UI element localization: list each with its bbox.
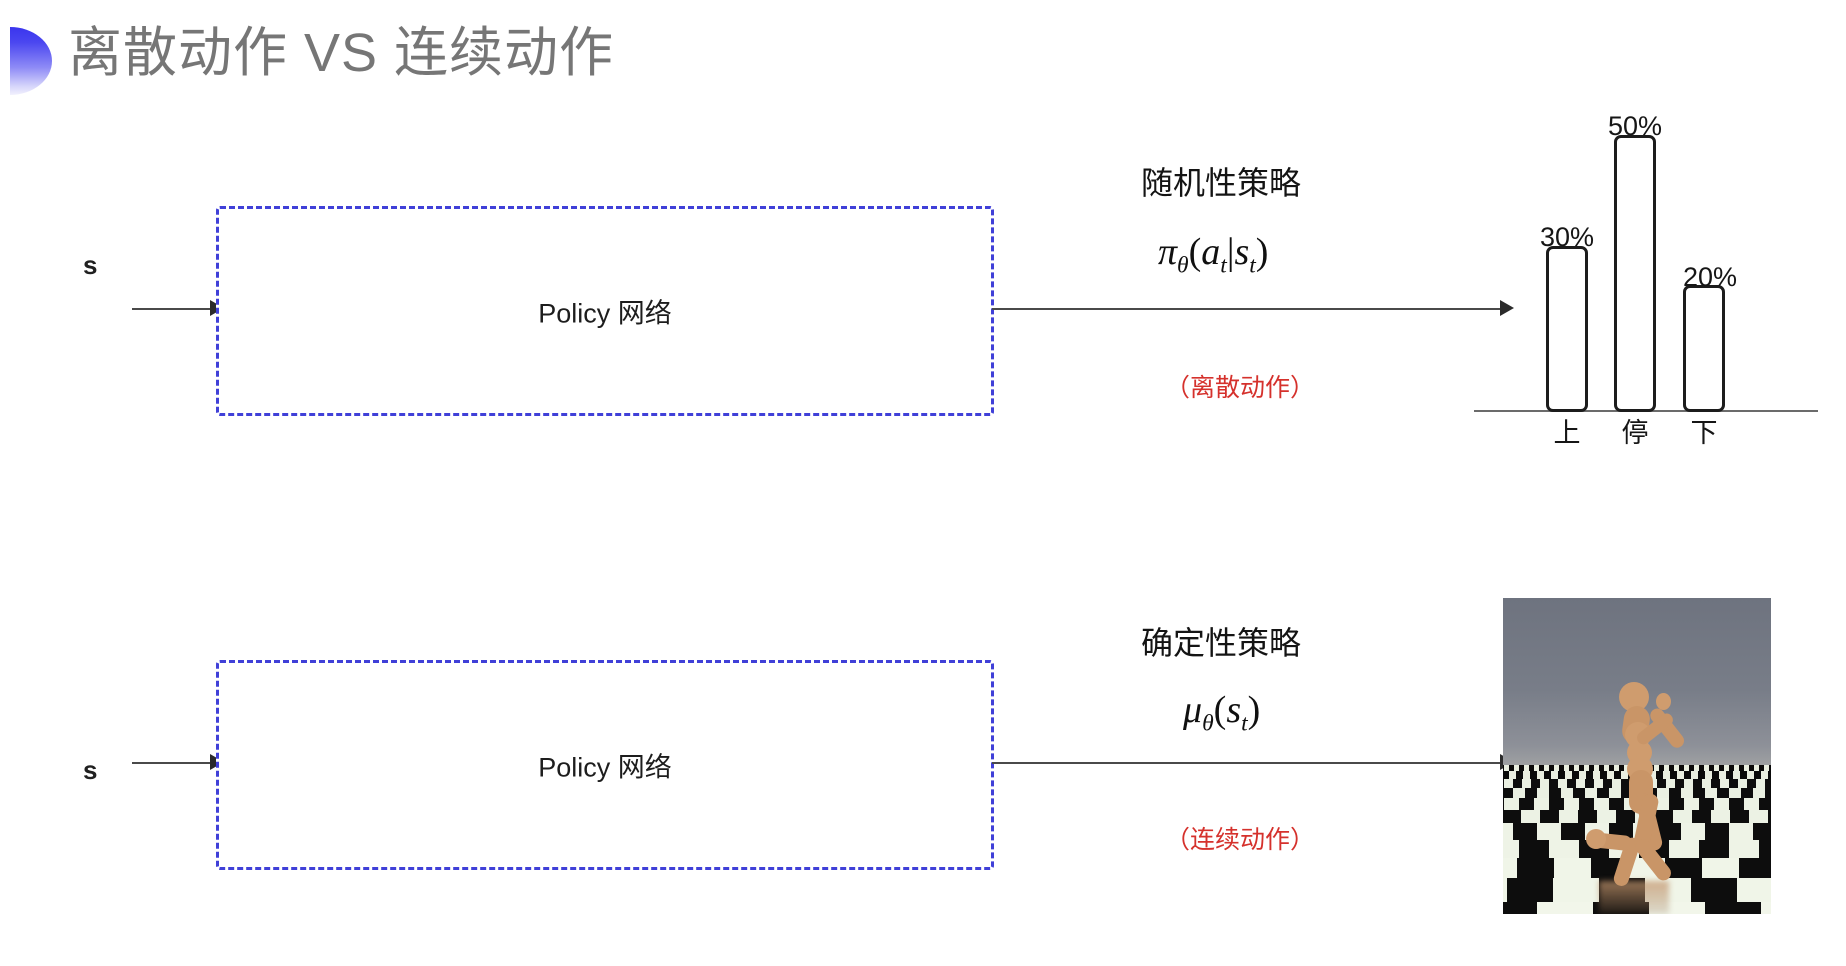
formula-s-sub-continuous: t xyxy=(1241,710,1248,737)
sim-floor-reflection xyxy=(1599,881,1670,914)
table-row[interactable] xyxy=(1546,246,1588,412)
formula-a-discrete: a xyxy=(1201,231,1221,273)
caption-formula-continuous: μθ(st) xyxy=(1183,688,1260,738)
humanoid-figure xyxy=(1503,598,1771,914)
formula-mu-continuous: μ xyxy=(1183,689,1203,731)
output-arrow-head-discrete xyxy=(1500,300,1514,316)
input-arrow-line-discrete xyxy=(132,308,214,310)
bar-category-1: 停 xyxy=(1621,418,1649,448)
humanoid-hand xyxy=(1656,693,1671,710)
discrete-action-bar-chart: 30% 上 50% 停 20% 下 xyxy=(1466,108,1826,448)
formula-theta-discrete: θ xyxy=(1177,252,1189,279)
bar-value-1: 50% xyxy=(1607,111,1663,141)
input-arrow-line-continuous xyxy=(132,762,214,764)
formula-s-sub-discrete: t xyxy=(1249,252,1256,279)
policy-network-box-continuous[interactable]: Policy 网络 xyxy=(216,660,994,870)
humanoid-heel xyxy=(1586,829,1606,849)
formula-s-continuous: s xyxy=(1226,689,1242,731)
formula-pi-discrete: π xyxy=(1158,231,1178,273)
policy-network-label-discrete: Policy 网络 xyxy=(538,298,672,329)
bar-value-0: 30% xyxy=(1539,222,1595,252)
bar-value-2: 20% xyxy=(1682,262,1738,292)
input-state-label-continuous: s xyxy=(83,755,98,785)
caption-note-continuous: （连续动作） xyxy=(1165,826,1316,854)
page-title: 离散动作 VS 连续动作 xyxy=(68,23,615,83)
bar-category-2: 下 xyxy=(1690,418,1718,448)
caption-note-discrete: （离散动作） xyxy=(1165,374,1316,402)
slide-bottom-edge xyxy=(0,960,1846,966)
formula-paren-open-discrete: ( xyxy=(1188,231,1202,273)
formula-a-sub-discrete: t xyxy=(1220,252,1227,279)
policy-network-label-continuous: Policy 网络 xyxy=(538,752,672,783)
output-arrow-line-continuous xyxy=(992,762,1504,764)
humanoid-simulation-image[interactable] xyxy=(1503,598,1771,914)
policy-network-box-discrete[interactable]: Policy 网络 xyxy=(216,206,994,416)
formula-paren-close-discrete: ) xyxy=(1255,231,1269,273)
output-arrow-line-discrete xyxy=(992,308,1504,310)
caption-title-discrete: 随机性策略 xyxy=(1141,165,1302,201)
formula-paren-close-continuous: ) xyxy=(1247,689,1261,731)
half-circle-bullet-icon xyxy=(10,27,52,95)
formula-paren-open-continuous: ( xyxy=(1213,689,1227,731)
input-state-label-discrete: s xyxy=(83,250,98,280)
formula-s-discrete: s xyxy=(1234,231,1250,273)
formula-theta-continuous: θ xyxy=(1202,710,1214,737)
bar-category-0: 上 xyxy=(1553,418,1581,448)
table-row[interactable] xyxy=(1683,285,1725,412)
caption-title-continuous: 确定性策略 xyxy=(1141,625,1302,661)
formula-bar-discrete: | xyxy=(1226,231,1235,273)
table-row[interactable] xyxy=(1614,135,1656,412)
caption-formula-discrete: πθ(at|st) xyxy=(1158,230,1268,280)
